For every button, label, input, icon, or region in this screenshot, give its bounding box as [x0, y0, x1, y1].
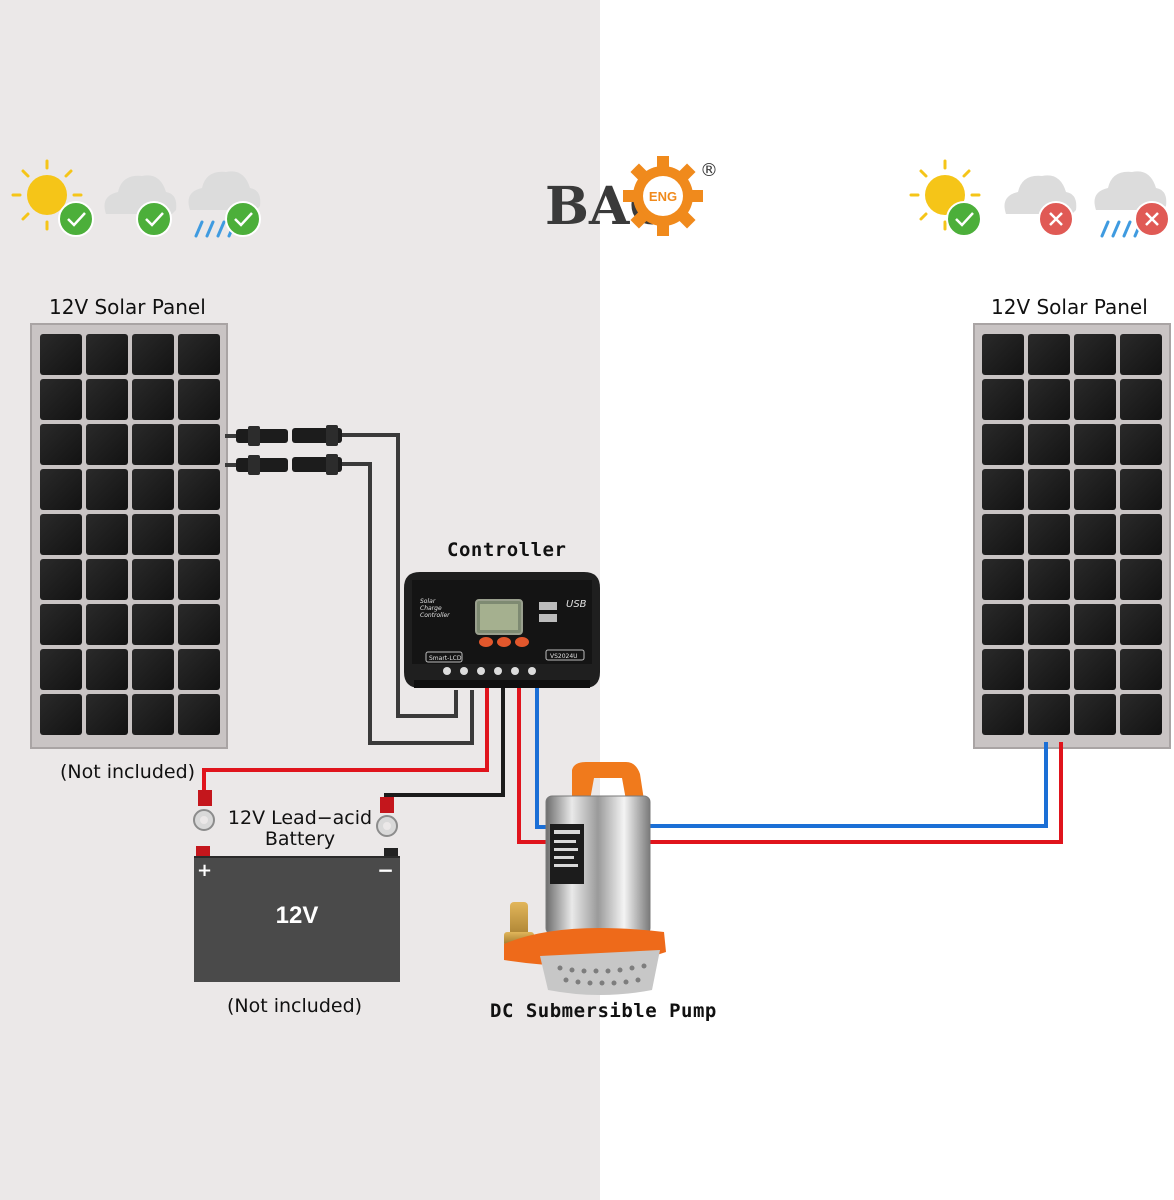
cross-icon-rain-right: [1134, 201, 1170, 237]
right-panel-label: 12V Solar Panel: [991, 295, 1148, 319]
controller-face-text-3: Controller: [420, 612, 450, 619]
pump-wires-panel: [650, 742, 1063, 844]
check-icon-cloud-left: [136, 201, 172, 237]
controller-face-text-1: Solar: [420, 598, 436, 605]
controller-model: VS2024U: [550, 653, 578, 660]
controller-face-text-2: Charge: [420, 605, 442, 612]
registered-mark: ®: [700, 160, 718, 181]
weather-left: [11, 159, 261, 238]
battery-label-line2: Battery: [264, 828, 336, 850]
battery: + − 12V: [194, 856, 400, 982]
controller-usb-text: USB: [566, 599, 587, 610]
battery-minus-sign: −: [377, 858, 394, 882]
battery-label: 12V Lead−acid Battery: [205, 808, 395, 850]
charge-controller: [404, 572, 600, 688]
battery-note: (Not included): [227, 995, 363, 1017]
left-solar-panel: [30, 323, 228, 749]
left-panel-label: 12V Solar Panel: [49, 295, 206, 319]
weather-right: [909, 159, 1170, 238]
check-icon-sun-left: [58, 201, 94, 237]
pump-label: DC Submersible Pump: [490, 1000, 717, 1022]
logo-gear-text: ENG: [649, 189, 677, 204]
battery-plus-sign: +: [197, 860, 213, 881]
battery-ring-terminals: [193, 790, 398, 856]
controller-label: Controller: [447, 539, 567, 561]
controller-smart-label: Smart-LCD: [429, 655, 462, 662]
sun-icon-left: [11, 159, 83, 231]
pv-wires: [225, 433, 474, 745]
mc4-connectors: [236, 425, 342, 475]
battery-label-line1: 12V Lead−acid: [227, 807, 373, 829]
battery-voltage: 12V: [275, 902, 319, 929]
check-icon-sun-right: [946, 201, 982, 237]
cross-icon-cloud-right: [1038, 201, 1074, 237]
right-solar-panel: [973, 323, 1171, 749]
bac-logo: BAC ENG ®: [545, 156, 718, 237]
check-icon-rain-left: [225, 201, 261, 237]
submersible-pump: [504, 762, 666, 995]
left-panel-note: (Not included): [60, 761, 196, 783]
gear-icon: ENG: [623, 156, 703, 236]
